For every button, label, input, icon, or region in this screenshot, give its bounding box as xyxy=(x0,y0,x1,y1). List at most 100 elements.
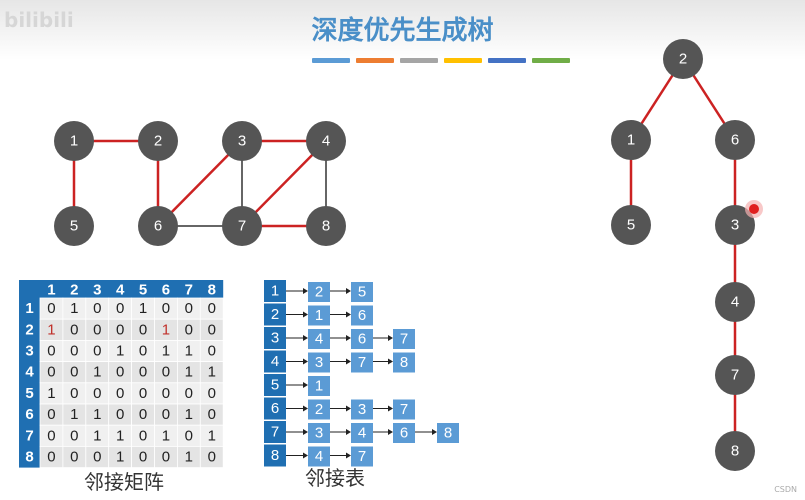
matrix-cell-value: 0 xyxy=(208,406,216,423)
adj-node-label: 2 xyxy=(315,401,323,418)
adj-head-label: 4 xyxy=(271,353,279,370)
adj-head-label: 8 xyxy=(271,447,279,464)
matrix-cell-value: 0 xyxy=(116,300,124,317)
graph-node-label: 1 xyxy=(70,133,78,150)
matrix-cell-value: 0 xyxy=(93,385,101,402)
page-title: 深度优先生成树 xyxy=(311,16,494,46)
graph-node xyxy=(222,206,262,246)
adj-node xyxy=(393,352,415,373)
tree-node-label: 4 xyxy=(731,294,739,311)
tree-node-label: 6 xyxy=(731,132,739,149)
matrix-cell-value: 0 xyxy=(47,427,55,444)
adj-node xyxy=(308,376,330,396)
matrix-col-header: 8 xyxy=(208,282,216,299)
color-bar xyxy=(312,58,350,63)
adj-node-label: 3 xyxy=(315,354,323,371)
adj-node xyxy=(351,352,373,373)
adj-node-label: 7 xyxy=(358,448,366,465)
matrix-cell-value: 0 xyxy=(47,449,55,466)
matrix-cell-value: 1 xyxy=(162,321,170,338)
matrix-cell-value: 0 xyxy=(116,364,124,381)
matrix-cell-value: 0 xyxy=(185,427,193,444)
matrix-cell-value: 0 xyxy=(47,406,55,423)
adj-head-label: 7 xyxy=(271,424,279,441)
adj-node-label: 2 xyxy=(315,284,323,301)
adj-head-label: 6 xyxy=(271,400,279,417)
graph-node xyxy=(138,206,178,246)
adj-node-label: 7 xyxy=(400,401,408,418)
matrix-cell-value: 0 xyxy=(116,321,124,338)
adj-node-label: 4 xyxy=(358,425,366,442)
adj-node-label: 1 xyxy=(315,378,323,395)
arrowhead-icon xyxy=(432,429,437,435)
matrix-cell-value: 0 xyxy=(162,449,170,466)
arrowhead-icon xyxy=(388,358,393,365)
arrowhead-icon xyxy=(346,405,351,412)
tree-node-label: 8 xyxy=(731,443,739,460)
matrix-cell-value: 0 xyxy=(139,449,147,466)
tree-node xyxy=(611,205,651,245)
arrowhead-icon xyxy=(303,452,308,459)
matrix-cell-value: 1 xyxy=(93,427,101,444)
matrix-cell-value: 0 xyxy=(70,343,78,360)
matrix-cell-value: 1 xyxy=(139,300,147,317)
adj-node-label: 6 xyxy=(358,307,366,324)
matrix-cell-value: 1 xyxy=(47,321,55,338)
arrowhead-icon xyxy=(303,429,308,435)
matrix-cell-value: 0 xyxy=(162,300,170,317)
matrix-cell-value: 1 xyxy=(116,427,124,444)
adj-node xyxy=(308,446,330,467)
adj-node xyxy=(308,305,330,326)
adj-node xyxy=(351,399,373,420)
matrix-cell-value: 1 xyxy=(208,427,216,444)
arrowhead-icon xyxy=(346,335,351,341)
matrix-col-header: 1 xyxy=(47,282,55,299)
adj-node xyxy=(308,399,330,420)
arrowhead-icon xyxy=(346,429,351,435)
matrix-cell-value: 0 xyxy=(139,385,147,402)
matrix-cell-value: 0 xyxy=(162,406,170,423)
arrowhead-icon xyxy=(388,429,393,435)
tree-node-label: 3 xyxy=(731,217,739,234)
adj-node xyxy=(308,423,330,443)
tree-node-label: 2 xyxy=(679,51,687,68)
matrix-col-header: 6 xyxy=(162,282,170,299)
adj-node-label: 6 xyxy=(358,331,366,348)
arrowhead-icon xyxy=(303,311,308,318)
adj-node-label: 1 xyxy=(315,307,323,324)
matrix-cell-value: 1 xyxy=(93,406,101,423)
adj-head xyxy=(264,397,286,420)
pointer-dot-icon xyxy=(749,204,759,214)
matrix-cell-value: 0 xyxy=(47,300,55,317)
color-bar xyxy=(400,58,438,63)
matrix-cell-value: 0 xyxy=(162,385,170,402)
matrix-row-header: 5 xyxy=(25,385,33,402)
matrix-row-header: 7 xyxy=(25,427,33,444)
arrowhead-icon xyxy=(303,358,308,365)
tree-node xyxy=(715,431,755,471)
adj-head-label: 3 xyxy=(271,330,279,347)
matrix-cell-value: 0 xyxy=(93,449,101,466)
adj-list-caption: 邻接表 xyxy=(305,466,365,490)
matrix-col-header: 5 xyxy=(139,282,147,299)
graph-node xyxy=(54,121,94,161)
arrowhead-icon xyxy=(388,405,393,412)
adj-node xyxy=(437,423,459,443)
matrix-cell-value: 0 xyxy=(139,321,147,338)
graph-node-label: 8 xyxy=(322,218,330,235)
matrix-col-header: 2 xyxy=(70,282,78,299)
adj-node xyxy=(351,423,373,443)
adj-head xyxy=(264,350,286,373)
tree-node xyxy=(715,205,755,245)
matrix-cell-value: 1 xyxy=(162,427,170,444)
arrowhead-icon xyxy=(388,335,393,341)
graph-node xyxy=(54,206,94,246)
arrowhead-icon xyxy=(346,452,351,459)
arrowhead-icon xyxy=(303,405,308,412)
matrix-cell-value: 0 xyxy=(116,385,124,402)
matrix-cell-value: 0 xyxy=(70,385,78,402)
adj-node-label: 7 xyxy=(358,354,366,371)
adj-node xyxy=(393,423,415,443)
matrix-row-header: 8 xyxy=(25,449,33,466)
matrix-cell-value: 1 xyxy=(185,449,193,466)
